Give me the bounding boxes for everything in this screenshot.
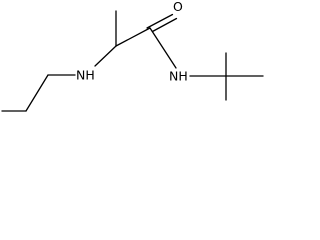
- bond-propyl-1: [25, 74, 49, 112]
- carbonyl-oxygen-label: O: [173, 0, 183, 14]
- chemical-structure: O NH NH: [1, 0, 264, 112]
- bond-carbonyl-double-a: [146, 13, 174, 29]
- bond-alpha-carbonyl: [115, 27, 151, 47]
- bond-carbonyl-double-b: [151, 17, 178, 33]
- bond-alpha-amine-n: [94, 45, 117, 67]
- amide-nitrogen-label: NH: [169, 69, 188, 84]
- bond-carbonyl-amide-n: [149, 27, 177, 69]
- amine-nitrogen-label: NH: [76, 68, 95, 83]
